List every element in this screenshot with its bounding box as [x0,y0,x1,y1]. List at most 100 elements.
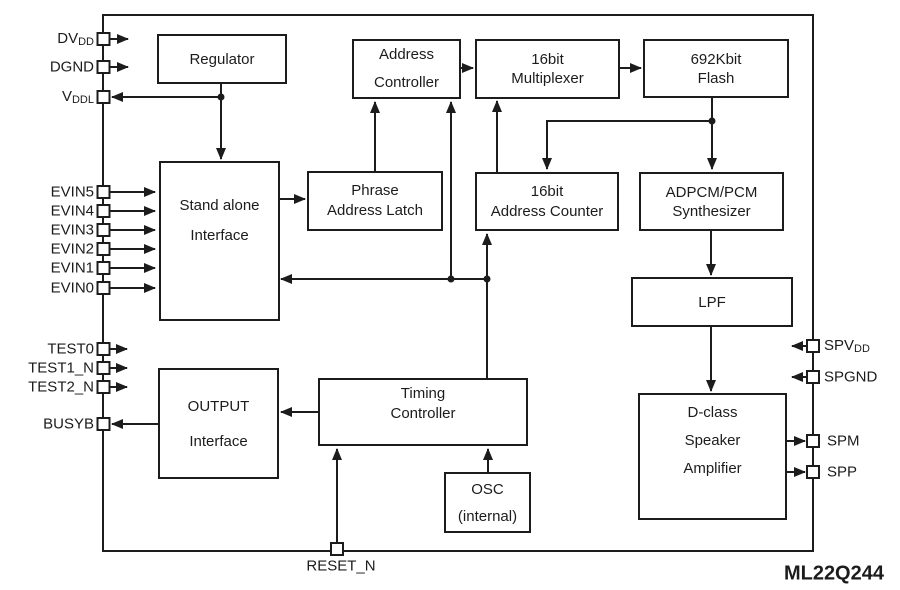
pin-square-test1n [96,361,111,375]
block-label: Stand alone [179,197,260,214]
pin-label-text: SPV [824,337,855,354]
pin-square-test2n [96,380,111,394]
pin-label-vddl: VDDL [61,88,94,106]
pin-label-text: EVIN2 [50,240,94,258]
pin-label-test1n: TEST1_N [28,359,94,377]
block-label: LPF [698,293,726,311]
block-lpf: LPF [631,277,793,327]
pin-label-spm: SPM [827,432,860,450]
pin-label-text: RESET_N [306,557,376,575]
pin-label-dvdd: DVDD [57,30,94,48]
pin-label-text: DGND [49,58,94,76]
pin-label-text: TEST1_N [28,359,94,377]
junction-dot [483,275,491,283]
block-label: (internal) [457,507,518,525]
pin-square-evin2 [96,242,111,256]
block-label: Regulator [189,50,255,68]
block-label: Address Counter [490,202,604,220]
block-label: Interface [189,432,248,450]
block-label: OSC [471,480,504,498]
pin-label-text: TEST0 [47,340,94,358]
pin-label-text: DV [57,30,79,47]
pin-label-spp: SPP [827,463,858,481]
block-d-class-speaker-amplifier: D-class Speaker Amplifier [638,393,787,520]
block-label: 16bit [531,51,564,68]
pin-label-text: EVIN4 [50,202,94,220]
block-address-controller: Address Controller [352,39,461,99]
block-label: Synthesizer [672,202,751,220]
pin-label-subscript: DD [854,343,870,355]
pin-label-text: EVIN0 [50,279,94,297]
wire-flash-to-addrcounter [542,120,712,170]
pin-label-resetn: RESET_N [306,557,376,575]
pin-label-text: TEST2_N [28,378,94,396]
pin-label-evin5: EVIN5 [50,183,94,201]
pin-label-subscript: DD [78,36,94,48]
pin-square-vddl [96,90,111,104]
pin-label-text: SPP [827,463,858,481]
pin-label-evin4: EVIN4 [50,202,94,220]
block-label: D-class [687,403,738,421]
block-16bit-address-counter: 16bit Address Counter [475,172,619,231]
block-stand-alone-interface: Stand alone Interface [159,161,280,321]
block-label: Controller [373,74,440,91]
block-label: Timing [400,385,446,402]
pin-label-text: SPM [827,432,860,450]
pin-label-evin1: EVIN1 [50,259,94,277]
block-label: Multiplexer [511,70,584,87]
pin-square-resetn [330,542,344,556]
pin-square-busyb [96,417,111,431]
block-label: ADPCM/PCM [665,183,758,201]
block-label: Address [378,46,435,63]
pin-label-subscript: DDL [71,94,94,106]
block-label: OUTPUT [187,397,250,415]
block-label: 692Kbit [690,50,742,68]
block-label: Phrase [351,182,399,199]
pin-square-evin3 [96,223,111,237]
pin-square-evin1 [96,261,111,275]
pin-square-dvdd [96,32,111,46]
pin-label-busyb: BUSYB [43,415,94,433]
pin-label-spvdd: SPVDD [824,337,870,355]
pin-label-text: EVIN5 [50,183,94,201]
pin-label-text: BUSYB [43,415,94,433]
pin-square-spm [806,434,820,448]
junction-dot [217,93,225,101]
pin-label-text: V [61,88,72,105]
block-phrase-address-latch: Phrase Address Latch [307,171,443,231]
junction-dot [708,117,716,125]
pin-label-text: EVIN1 [50,259,94,277]
block-label: Speaker [684,431,741,449]
pin-label-test2n: TEST2_N [28,378,94,396]
block-label: Flash [697,69,735,87]
pin-square-test0 [96,342,111,356]
block-label: Interface [190,227,249,244]
block-692kbit-flash: 692Kbit Flash [643,39,789,98]
block-label: Address Latch [327,202,423,219]
block-label: Amplifier [683,459,742,477]
pin-label-spgnd: SPGND [824,368,878,386]
block-output-interface: OUTPUT Interface [158,368,279,479]
chip-part-number: ML22Q244 [783,562,884,585]
block-adpcm-pcm-synthesizer: ADPCM/PCM Synthesizer [639,172,784,231]
block-timing-controller: Timing Controller [318,378,528,446]
pin-label-text: SPGND [824,368,878,386]
block-osc-internal: OSC (internal) [444,472,531,533]
pin-label-evin0: EVIN0 [50,279,94,297]
pin-label-evin2: EVIN2 [50,240,94,258]
pin-square-evin5 [96,185,111,199]
pin-square-spvdd [806,339,820,353]
block-regulator: Regulator [157,34,287,84]
pin-square-dgnd [96,60,111,74]
pin-square-spp [806,465,820,479]
block-label: 16bit [530,182,564,200]
block-16bit-multiplexer: 16bit Multiplexer [475,39,620,99]
pin-label-evin3: EVIN3 [50,221,94,239]
pin-square-evin0 [96,281,111,295]
pin-square-spgnd [806,370,820,384]
pin-label-dgnd: DGND [49,58,94,76]
pin-label-text: EVIN3 [50,221,94,239]
pin-square-evin4 [96,204,111,218]
pin-label-test0: TEST0 [47,340,94,358]
